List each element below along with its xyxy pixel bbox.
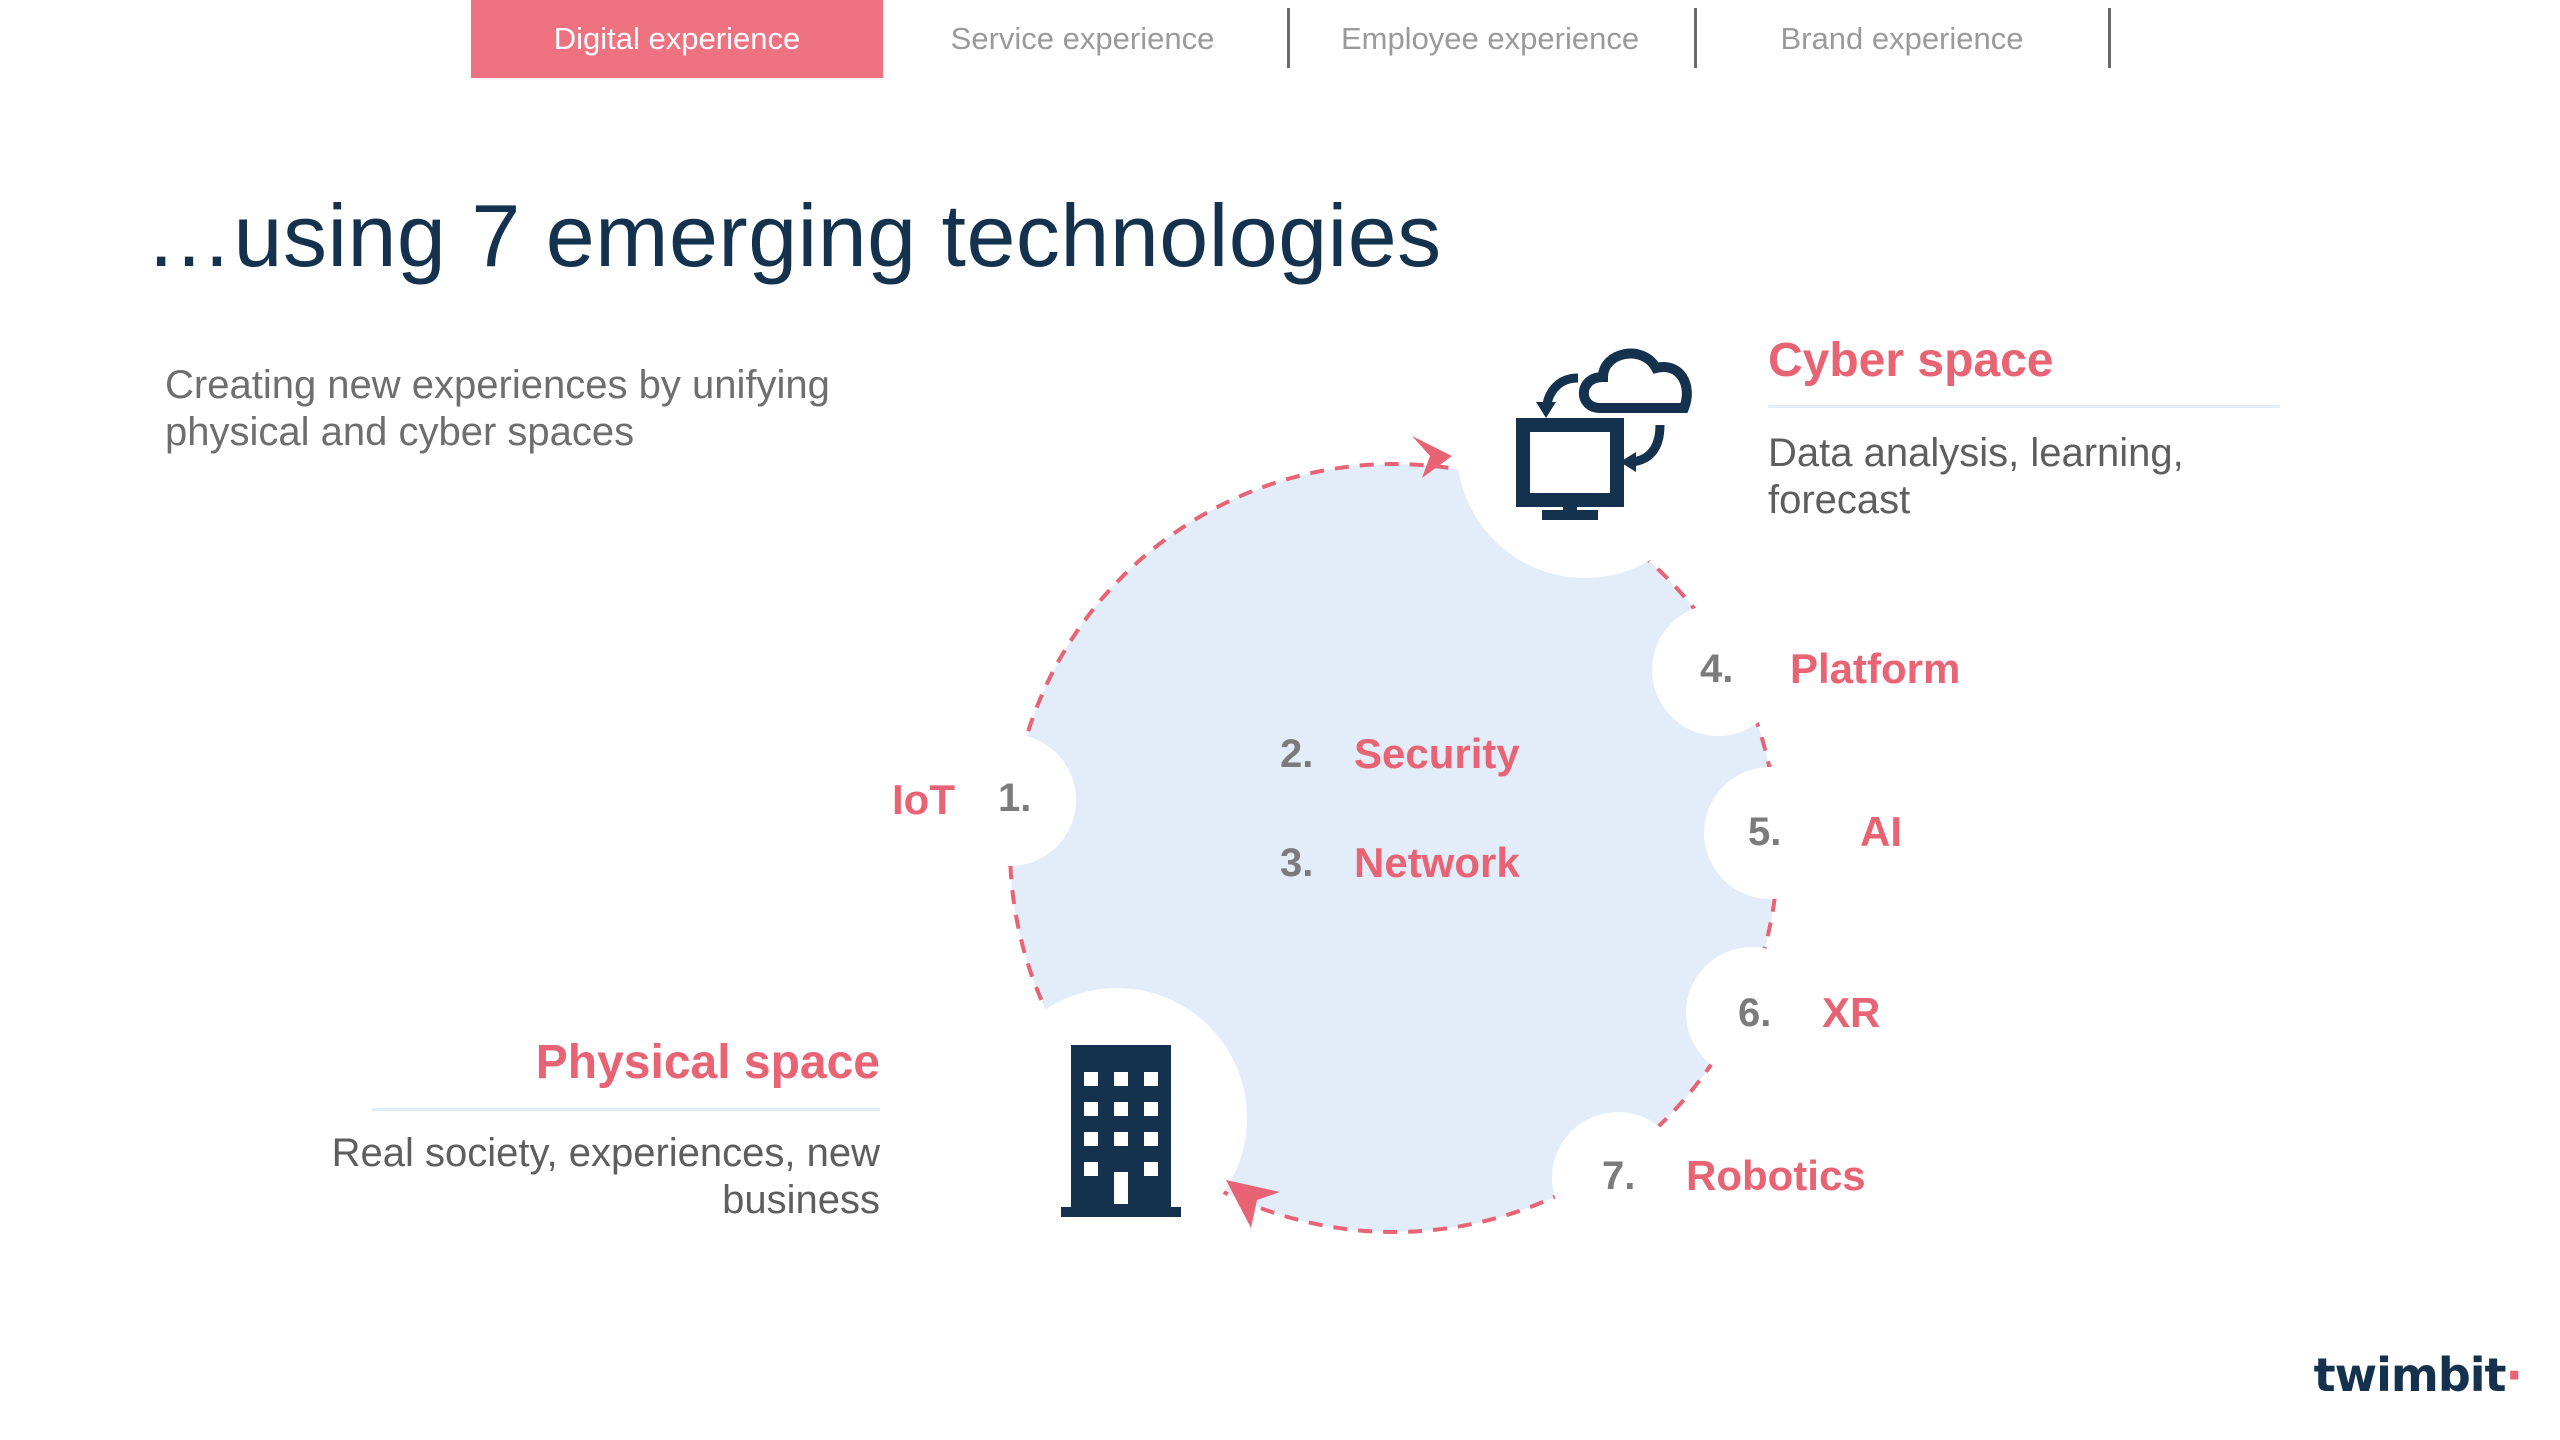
office-building-icon [1061,1045,1181,1217]
tab-digital-experience[interactable]: Digital experience [471,0,883,78]
arrow-to-cyber-icon [1412,436,1452,478]
tab-divider [2108,8,2111,68]
tech-name-robotics: Robotics [1686,1152,1866,1199]
notch-ai [1704,767,1836,899]
tab-divider [1694,8,1697,68]
physical-space-title: Physical space [535,1036,880,1089]
tech-name-platform: Platform [1790,645,1961,692]
page-title: …using 7 emerging technologies [145,186,1442,285]
tab-service-experience[interactable]: Service experience [950,21,1215,56]
tech-name-iot: IoT [892,776,955,823]
experience-tabs: Digital experience Service experience Em… [0,0,2560,80]
computer-cloud-sync-icon [1516,348,1692,520]
tech-number-3: 3. [1280,841,1314,885]
tab-brand-experience[interactable]: Brand experience [1780,21,2024,56]
page-subtitle: Creating new experiences by unifying phy… [165,363,830,454]
notch-iot [944,734,1076,866]
tech-name-ai: AI [1860,808,1902,855]
tech-name-xr: XR [1822,989,1881,1036]
tab-divider [1287,8,1290,68]
notch-xr [1686,947,1818,1079]
physical-space-description: Real society, experiences, new business [331,1131,880,1222]
tech-number-5: 5. [1748,810,1782,854]
tech-number-4: 4. [1700,647,1734,691]
physical-space-divider [372,1108,880,1111]
tech-number-2: 2. [1280,732,1314,776]
logo-accent-dot: · [2505,1348,2524,1402]
notch-cyber [1457,322,1713,578]
cyber-space-divider [1768,405,2280,408]
notch-platform [1652,604,1784,736]
tab-employee-experience[interactable]: Employee experience [1340,21,1640,56]
arrow-to-physical-icon [1226,1180,1280,1228]
tech-number-1: 1. [998,776,1032,820]
tech-name-security: Security [1354,730,1520,777]
cyber-space-title: Cyber space [1768,334,2054,387]
tech-number-7: 7. [1602,1154,1636,1198]
twimbit-logo-text: twimbit [2313,1348,2507,1402]
twimbit-logo: twimbit· [2313,1348,2524,1402]
cyber-space-description: Data analysis, learning, forecast [1768,431,2184,522]
tech-number-6: 6. [1738,991,1772,1035]
tech-name-network: Network [1354,839,1520,886]
notch-robotics [1552,1112,1684,1244]
